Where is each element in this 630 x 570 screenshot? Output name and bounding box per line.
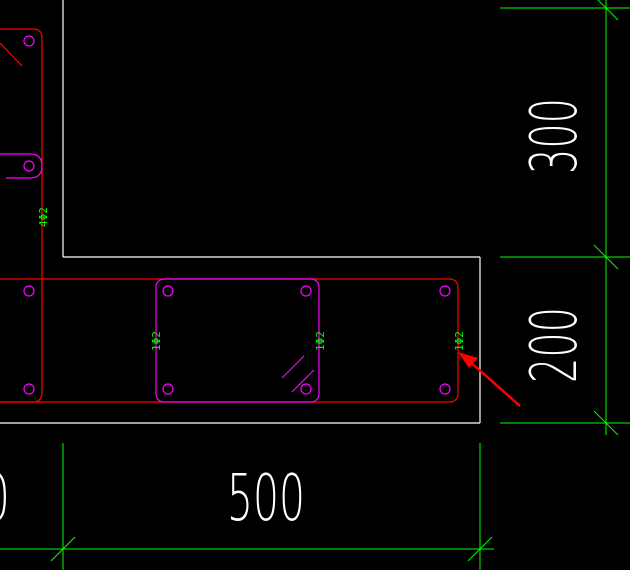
bottom-tick-right <box>467 536 493 562</box>
right-tick-mid <box>593 244 619 270</box>
arrow-head-icon <box>458 352 478 368</box>
vertical-member-hook <box>0 42 23 67</box>
rebar-bar <box>23 35 35 47</box>
rebar-bar <box>439 383 451 395</box>
stirrup-hook-line-2 <box>291 369 315 393</box>
dim-text-right-upper: 300 <box>518 98 592 174</box>
vertical-member-rebar <box>0 28 43 403</box>
right-tick-bottom <box>593 410 619 436</box>
annotation-arrow <box>458 352 521 407</box>
concrete-outline <box>0 0 481 424</box>
beam-stirrup <box>155 278 320 403</box>
right-tick-top <box>597 0 619 21</box>
bottom-tick-left <box>50 536 76 562</box>
beam-rebar-loop <box>0 278 459 403</box>
main-rebar <box>0 28 459 403</box>
rebar-label-beam-right: 1Φ2 <box>453 331 466 351</box>
rebar-labels: 4Φ2 1Φ2 1Φ2 1Φ2 <box>37 207 466 351</box>
rebar-label-vertical: 4Φ2 <box>37 207 50 227</box>
rebar-bar <box>23 160 35 172</box>
stirrup-hook-line-1 <box>281 355 305 379</box>
rebar-bar <box>439 285 451 297</box>
dim-text-left-partial: 0 <box>0 462 10 536</box>
rebar-bar <box>162 383 174 395</box>
rebar-label-beam-left: 1Φ2 <box>150 331 163 351</box>
stirrups <box>0 153 320 403</box>
rebar-label-beam-mid: 1Φ2 <box>314 331 327 351</box>
rebar-bar <box>23 285 35 297</box>
dim-text-right-lower: 200 <box>518 307 592 383</box>
arrow-shaft <box>467 359 521 407</box>
dimension-texts: 0 500 300 200 <box>0 98 592 536</box>
rebar-bar <box>300 383 312 395</box>
dim-text-bottom-width: 500 <box>227 462 305 536</box>
rebar-bar <box>162 285 174 297</box>
rebar-bar <box>300 285 312 297</box>
rebar-bars <box>23 35 451 395</box>
rebar-bar <box>23 383 35 395</box>
tie-hook <box>0 153 43 179</box>
